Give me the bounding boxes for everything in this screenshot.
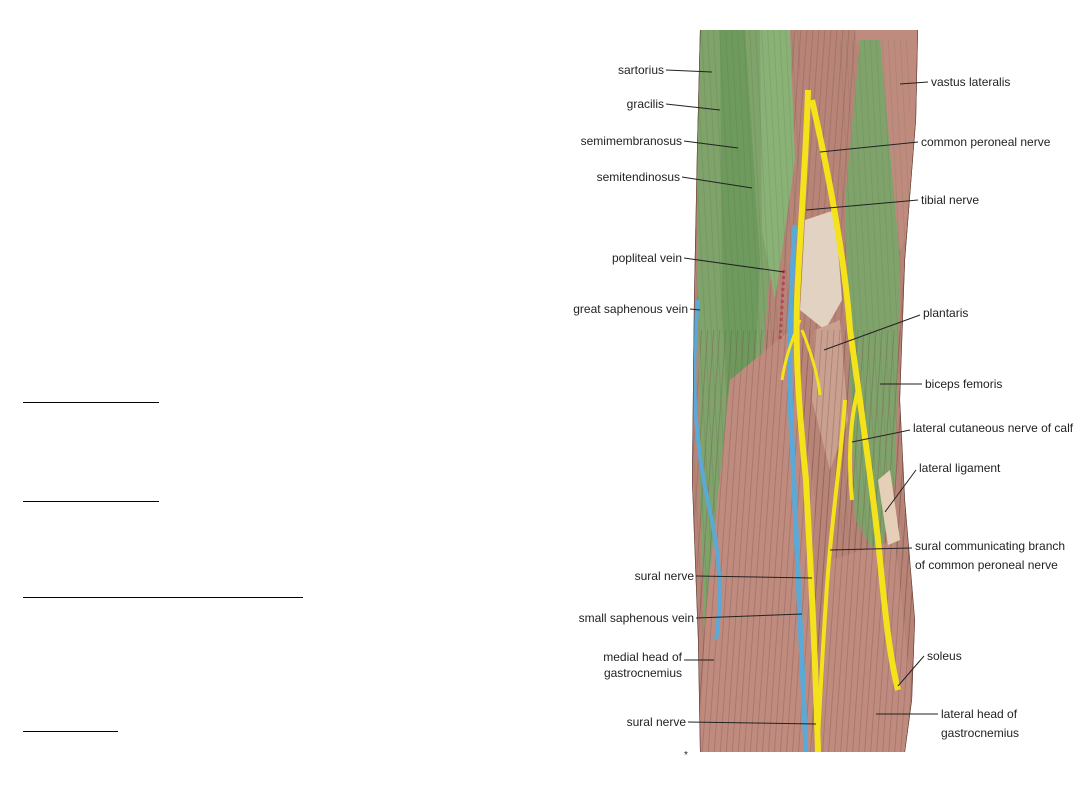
label-popliteal-vein: popliteal vein <box>612 251 682 265</box>
label-biceps-femoris: biceps femoris <box>925 377 1002 391</box>
label-common-peroneal-nerve: common peroneal nerve <box>921 135 1051 149</box>
popliteal-vein <box>787 224 809 752</box>
leader-sural-nerve-upper <box>695 575 813 579</box>
lateral-ligament-shape <box>878 470 900 545</box>
label-sural-nerve-upper: sural nerve <box>635 569 695 583</box>
label-sural-nerve-lower: sural nerve <box>627 715 687 729</box>
popliteal-fossa-fat <box>800 210 842 330</box>
label-plantaris: plantaris <box>923 306 968 320</box>
right-labels: vastus lateralis common peroneal nerve t… <box>805 75 1074 740</box>
leader-popliteal-vein <box>683 257 785 273</box>
great-saphenous-vein <box>692 299 722 641</box>
common-peroneal-nerve <box>809 99 901 691</box>
tibial-nerve-branch <box>780 319 802 381</box>
answer-blank-2[interactable] <box>23 501 159 502</box>
leader-lateral-ligament <box>884 469 917 513</box>
label-vastus-lateralis: vastus lateralis <box>931 75 1010 89</box>
limb-illustration <box>692 30 918 752</box>
figure-mark: * <box>684 750 688 761</box>
leader-sural-communicating <box>829 547 913 551</box>
leader-common-peroneal-nerve <box>819 141 919 153</box>
leader-semimembranosus <box>683 140 739 149</box>
leader-great-saphenous-vein <box>689 308 701 311</box>
answer-blank-1[interactable] <box>23 402 159 403</box>
tibial-nerve-branch-2 <box>800 329 822 396</box>
label-gracilis: gracilis <box>627 97 664 111</box>
label-small-saphenous-vein: small saphenous vein <box>579 611 694 625</box>
leader-lateral-cutaneous-nerve <box>851 429 911 443</box>
label-tibial-nerve: tibial nerve <box>921 193 979 207</box>
label-great-saphenous-vein: great saphenous vein <box>573 302 688 316</box>
label-medial-head-line1: medial head of <box>603 650 682 664</box>
leader-sartorius <box>665 69 713 73</box>
leader-plantaris <box>823 314 921 351</box>
leader-semitendinosus <box>681 176 753 189</box>
leader-sural-nerve-lower <box>687 721 817 725</box>
label-soleus: soleus <box>927 649 962 663</box>
label-semimembranosus: semimembranosus <box>581 134 682 148</box>
sural-communicating-branch <box>816 399 847 741</box>
lateral-cutaneous-nerve <box>848 389 860 501</box>
label-lateral-cutaneous-nerve: lateral cutaneous nerve of calf <box>913 421 1074 435</box>
answer-blank-3[interactable] <box>23 597 303 598</box>
label-sural-communicating-line2: of common peroneal nerve <box>915 558 1058 572</box>
answer-blanks <box>23 402 303 732</box>
label-lateral-head-line1: lateral head of <box>941 707 1018 721</box>
label-sartorius: sartorius <box>618 63 664 77</box>
leader-small-saphenous-vein <box>695 613 803 619</box>
label-lateral-head-line2: gastrocnemius <box>941 726 1019 740</box>
label-lateral-ligament: lateral ligament <box>919 461 1001 475</box>
leader-vastus-lateralis <box>899 81 929 85</box>
answer-blank-4[interactable] <box>23 731 118 732</box>
label-medial-head-line2: gastrocnemius <box>604 666 682 680</box>
leader-soleus <box>897 655 925 687</box>
leader-tibial-nerve <box>805 199 919 211</box>
left-labels: sartorius gracilis semimembranosus semit… <box>573 63 817 729</box>
label-sural-communicating-line1: sural communicating branch <box>915 539 1065 553</box>
tibial-nerve <box>793 89 821 752</box>
leader-gracilis <box>665 103 721 111</box>
label-semitendinosus: semitendinosus <box>597 170 680 184</box>
